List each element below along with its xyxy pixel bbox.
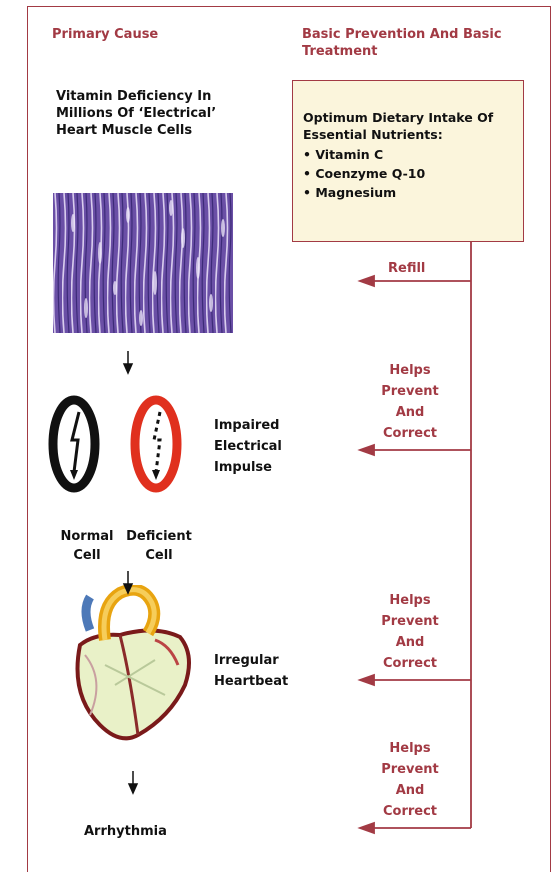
helps-arrowhead-2 [360, 675, 374, 685]
helps-arrowhead-1 [360, 445, 374, 455]
refill-label: Refill [388, 258, 425, 279]
helps-arrowhead-3 [360, 823, 374, 833]
refill-arrowhead [360, 276, 374, 286]
